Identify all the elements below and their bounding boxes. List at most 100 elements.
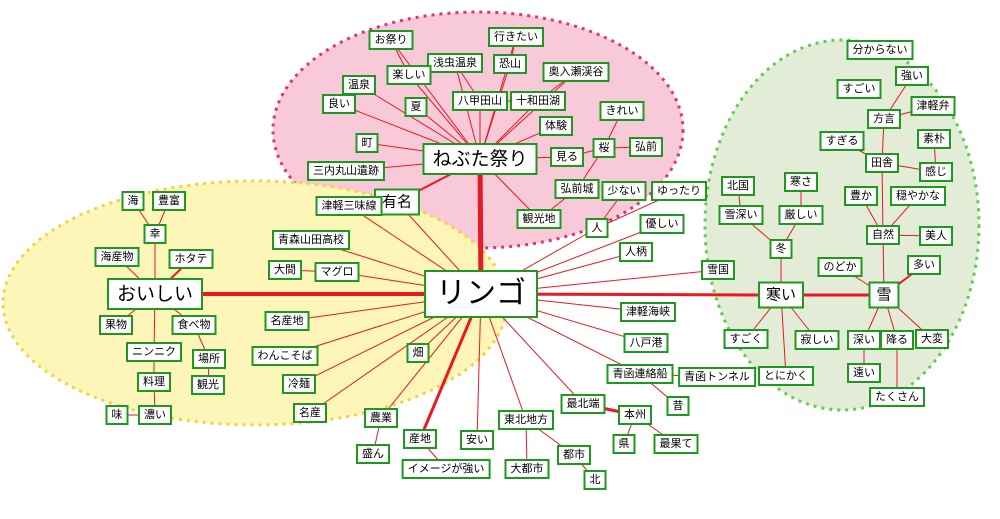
node-hakkoda[interactable]: 八甲田山	[452, 91, 508, 111]
node-kita[interactable]: 北	[583, 470, 607, 490]
node-wanko[interactable]: わんこそば	[251, 346, 319, 366]
node-sachi[interactable]: 幸	[143, 224, 167, 244]
node-natsu[interactable]: 夏	[404, 97, 428, 117]
node-aji[interactable]: 味	[105, 405, 129, 425]
node-machi[interactable]: 町	[355, 133, 379, 153]
node-maguro[interactable]: マグロ	[314, 262, 360, 282]
node-toi[interactable]: 遠い	[847, 363, 881, 383]
node-taihen[interactable]: 大変	[915, 329, 949, 349]
node-ninniku[interactable]: ニンニク	[126, 342, 182, 362]
node-ooi[interactable]: 多い	[907, 255, 941, 275]
node-seikanrenrakusen[interactable]: 青函連絡船	[606, 364, 674, 384]
node-kibishii[interactable]: 厳しい	[778, 205, 824, 225]
node-sabishii[interactable]: 寂しい	[794, 330, 840, 350]
node-shizen[interactable]: 自然	[866, 225, 900, 245]
node-yukkuri[interactable]: ゆったり	[651, 181, 707, 201]
node-sanchi[interactable]: 産地	[403, 429, 437, 449]
node-hito[interactable]: 人	[585, 218, 609, 238]
node-ikitai[interactable]: 行きたい	[488, 27, 544, 47]
node-tohoku[interactable]: 東北地方	[498, 410, 554, 430]
node-toshi[interactable]: 都市	[557, 445, 591, 465]
node-sukunai[interactable]: 少ない	[601, 181, 647, 201]
node-meisan[interactable]: 名産	[293, 403, 327, 423]
node-hachinohe[interactable]: 八戸港	[623, 333, 669, 353]
node-takusan[interactable]: たくさん	[869, 387, 925, 407]
node-basho[interactable]: 場所	[192, 349, 226, 369]
node-aomoriyamada[interactable]: 青森山田高校	[272, 230, 350, 250]
node-kirei[interactable]: きれい	[599, 101, 645, 121]
node-tonikaku[interactable]: とにかく	[758, 366, 814, 386]
node-nosaku[interactable]: 農業	[364, 408, 398, 428]
node-yukibukai[interactable]: 雪深い	[718, 205, 764, 225]
node-ryori[interactable]: 料理	[137, 372, 171, 392]
node-tsugarushamisen[interactable]: 津軽三味線	[315, 196, 383, 216]
node-sugoku[interactable]: すごく	[723, 329, 769, 349]
node-kanko[interactable]: 観光	[191, 375, 225, 395]
node-towada[interactable]: 十和田湖	[510, 91, 566, 111]
node-furu[interactable]: 降る	[880, 330, 914, 350]
node-kankochi[interactable]: 観光地	[516, 209, 562, 229]
node-odayaka[interactable]: 穏やかな	[890, 186, 946, 206]
node-hofu[interactable]: 豊富	[152, 191, 186, 211]
node-daitoshi[interactable]: 大都市	[504, 459, 550, 479]
node-kaisanbutsu[interactable]: 海産物	[94, 247, 140, 267]
node-meisanchi[interactable]: 名産地	[264, 311, 310, 331]
node-umi[interactable]: 海	[121, 191, 145, 211]
node-hitogara[interactable]: 人柄	[619, 242, 653, 262]
node-nodoka[interactable]: のどか	[817, 257, 863, 277]
link-samui-tonikaku	[780, 294, 787, 377]
node-inaka[interactable]: 田舎	[865, 153, 899, 173]
node-oishii[interactable]: おいしい	[106, 278, 204, 310]
node-yutaka[interactable]: 豊か	[844, 186, 878, 206]
node-okuiri[interactable]: 奥入瀬渓谷	[542, 62, 610, 82]
node-osorezan[interactable]: 恐山	[493, 54, 527, 74]
node-yasui[interactable]: 安い	[460, 430, 494, 450]
node-sobaku[interactable]: 素朴	[917, 129, 951, 149]
node-miru[interactable]: 見る	[550, 147, 584, 167]
node-nebuta[interactable]: ねぶた祭り	[422, 143, 538, 175]
node-wakaranai[interactable]: 分からない	[846, 40, 914, 60]
node-hirosaki[interactable]: 弘前	[629, 137, 663, 157]
node-taiken[interactable]: 体験	[539, 116, 573, 136]
node-samusa[interactable]: 寒さ	[784, 172, 818, 192]
node-tabemono[interactable]: 食べ物	[171, 315, 217, 335]
node-fuyu[interactable]: 冬	[769, 239, 793, 259]
node-koi[interactable]: 濃い	[138, 405, 172, 425]
node-asakusa[interactable]: 浅虫温泉	[427, 53, 483, 73]
node-hatake[interactable]: 畑	[406, 343, 430, 363]
node-yasashii[interactable]: 優しい	[639, 214, 685, 234]
node-onsen[interactable]: 温泉	[342, 75, 376, 95]
node-sakura[interactable]: 桜	[592, 138, 616, 158]
node-saihokutan[interactable]: 最北端	[560, 394, 606, 414]
node-hokkoku[interactable]: 北国	[721, 176, 755, 196]
node-ken[interactable]: 県	[612, 434, 636, 454]
node-honshu[interactable]: 本州	[618, 405, 652, 425]
node-sakan[interactable]: 盛ん	[356, 444, 390, 464]
node-sugiru[interactable]: すぎる	[819, 131, 865, 151]
node-tsuyoi[interactable]: 強い	[895, 66, 929, 86]
node-tsugaruben[interactable]: 津軽弁	[910, 96, 956, 116]
node-samui[interactable]: 寒い	[757, 281, 805, 309]
node-hogen[interactable]: 方言	[867, 109, 901, 129]
node-seikantunnel[interactable]: 青函トンネル	[678, 367, 756, 387]
node-yuki[interactable]: 雪	[868, 281, 900, 309]
node-kanji[interactable]: 感じ	[919, 162, 953, 182]
node-omatsuri[interactable]: お祭り	[368, 30, 414, 50]
node-hirosakijo[interactable]: 弘前城	[554, 179, 600, 199]
node-ringo[interactable]: リンゴ	[424, 270, 538, 318]
node-tsugarukaikyo[interactable]: 津軽海峡	[620, 302, 676, 322]
node-bijin[interactable]: 美人	[919, 226, 953, 246]
node-fukai[interactable]: 深い	[847, 330, 881, 350]
node-sugoi-top[interactable]: すごい	[836, 79, 882, 99]
node-reimen[interactable]: 冷麺	[282, 374, 316, 394]
node-yoi[interactable]: 良い	[322, 94, 356, 114]
node-mukashi[interactable]: 昔	[666, 396, 690, 416]
node-sannai[interactable]: 三内丸山遺跡	[307, 161, 385, 181]
node-saihate[interactable]: 最果て	[653, 434, 699, 454]
node-tanoshii[interactable]: 楽しい	[386, 65, 432, 85]
node-kudamono[interactable]: 果物	[99, 315, 133, 335]
node-oma[interactable]: 大間	[268, 260, 302, 280]
node-yukiguni[interactable]: 雪国	[701, 260, 735, 280]
node-image[interactable]: イメージが強い	[401, 459, 491, 479]
node-hotate[interactable]: ホタテ	[168, 249, 214, 269]
